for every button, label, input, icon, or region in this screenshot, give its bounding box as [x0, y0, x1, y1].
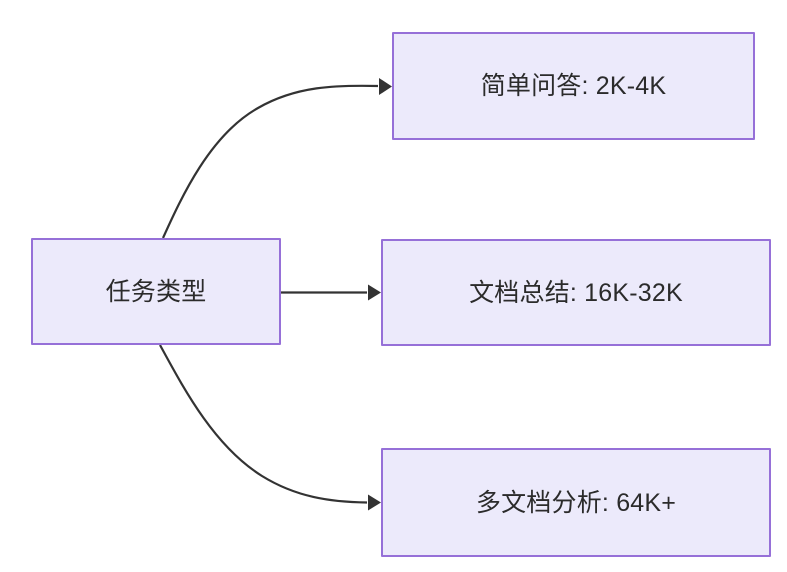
node-task-type[interactable]: 任务类型 [31, 238, 281, 345]
edge-source-to-multi-doc-arrowhead [368, 494, 381, 511]
node-doc-summary[interactable]: 文档总结: 16K-32K [381, 239, 771, 346]
edge-source-to-doc-summary [281, 284, 381, 301]
edge-source-to-simple-qa [161, 78, 392, 239]
edge-source-to-multi-doc-path [159, 344, 368, 504]
edge-source-to-simple-qa-path [161, 84, 379, 239]
edge-source-to-multi-doc [159, 344, 381, 511]
edge-source-to-doc-summary-arrowhead [368, 284, 381, 301]
node-multi-doc[interactable]: 多文档分析: 64K+ [381, 448, 771, 557]
node-doc-summary-label: 文档总结: 16K-32K [469, 278, 683, 307]
node-multi-doc-label: 多文档分析: 64K+ [475, 488, 677, 517]
node-task-type-label: 任务类型 [105, 277, 207, 306]
edge-source-to-simple-qa-arrowhead [379, 78, 392, 95]
node-simple-qa-label: 简单问答: 2K-4K [480, 72, 667, 100]
node-simple-qa[interactable]: 简单问答: 2K-4K [392, 32, 755, 140]
